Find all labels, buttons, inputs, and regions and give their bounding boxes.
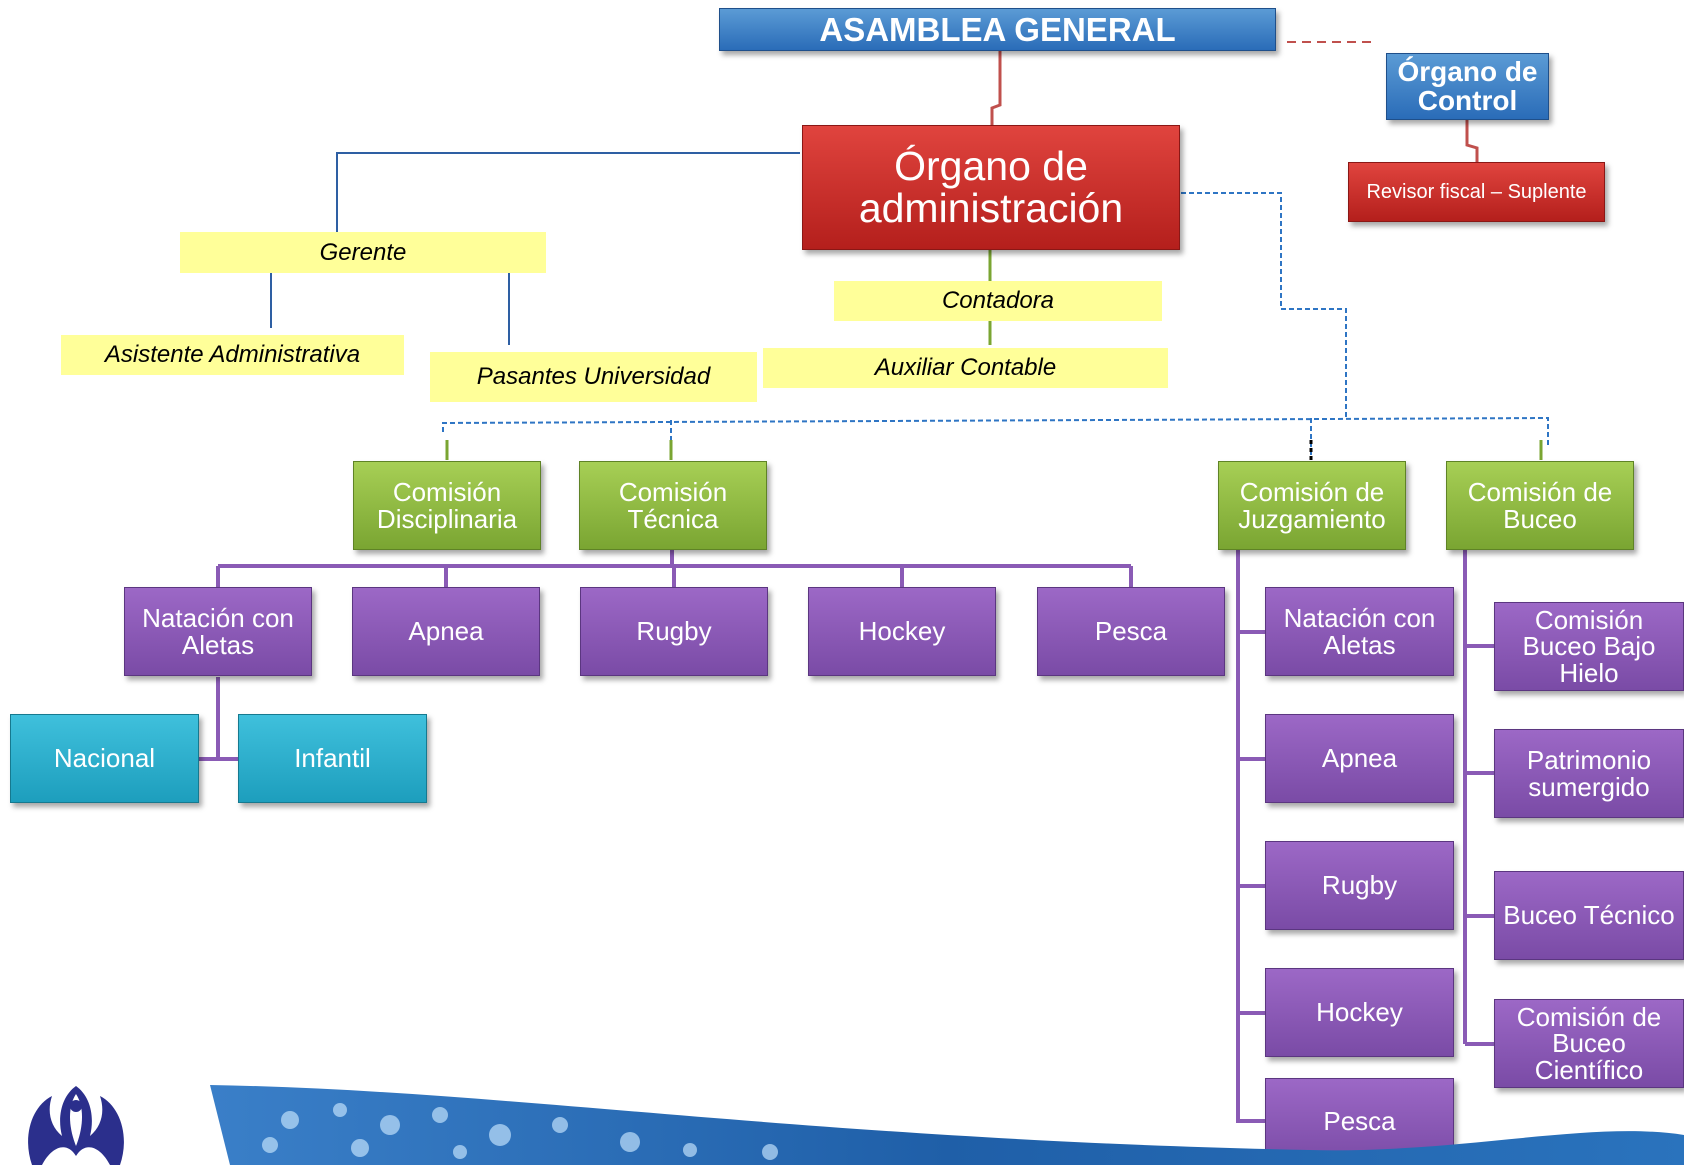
buceo-item-bajo-hielo: Comisión Buceo Bajo Hielo <box>1494 602 1684 691</box>
contadora-label: Contadora <box>834 281 1162 321</box>
connector-admin-gerente <box>336 152 800 232</box>
organo-administracion-box: Órgano de administración <box>802 125 1180 250</box>
gerente-label: Gerente <box>180 232 546 273</box>
aletas-infantil: Infantil <box>238 714 427 803</box>
asistente-label: Asistente Administrativa <box>61 335 404 375</box>
pasantes-label: Pasantes Universidad <box>430 352 757 402</box>
tecnica-item-rugby: Rugby <box>580 587 768 676</box>
comision-juzgamiento-box: Comisión de Juzgamiento <box>1218 461 1406 550</box>
juzgamiento-item-apnea: Apnea <box>1265 714 1454 803</box>
tecnica-item-pesca: Pesca <box>1037 587 1225 676</box>
tecnica-item-apnea: Apnea <box>352 587 540 676</box>
comision-disciplinaria-box: Comisión Disciplinaria <box>353 461 541 550</box>
revisor-fiscal-box: Revisor fiscal – Suplente <box>1348 162 1605 222</box>
buceo-item-cientifico: Comisión de Buceo Científico <box>1494 999 1684 1088</box>
asamblea-general-box: ASAMBLEA GENERAL <box>719 8 1276 51</box>
comision-tecnica-box: Comisión Técnica <box>579 461 767 550</box>
comision-buceo-box: Comisión de Buceo <box>1446 461 1634 550</box>
juzgamiento-item-hockey: Hockey <box>1265 968 1454 1057</box>
tecnica-item-hockey: Hockey <box>808 587 996 676</box>
connector-control-revisor <box>1465 120 1479 162</box>
juzgamiento-item-natacion: Natación con Aletas <box>1265 587 1454 676</box>
connector-admin-comisiones <box>1181 192 1347 418</box>
connector-buceo-items <box>1463 550 1494 1046</box>
connector-comisiones-bus <box>442 416 1549 447</box>
juzgamiento-item-rugby: Rugby <box>1265 841 1454 930</box>
auxiliar-contable-label: Auxiliar Contable <box>763 348 1168 388</box>
connector-tecnica-sports <box>216 550 1133 587</box>
connector-aletas-sub <box>199 677 238 761</box>
connector-asamblea-admin <box>990 50 1002 125</box>
tecnica-item-natacion: Natación con Aletas <box>124 587 312 676</box>
buceo-item-tecnico: Buceo Técnico <box>1494 871 1684 960</box>
organo-control-box: Órgano de Control <box>1386 53 1549 120</box>
water-drops-banner <box>210 1085 1684 1165</box>
connector-juzgamiento-sports <box>1236 550 1265 1123</box>
federation-logo <box>28 1086 124 1165</box>
aletas-nacional: Nacional <box>10 714 199 803</box>
buceo-item-patrimonio: Patrimonio sumergido <box>1494 729 1684 818</box>
